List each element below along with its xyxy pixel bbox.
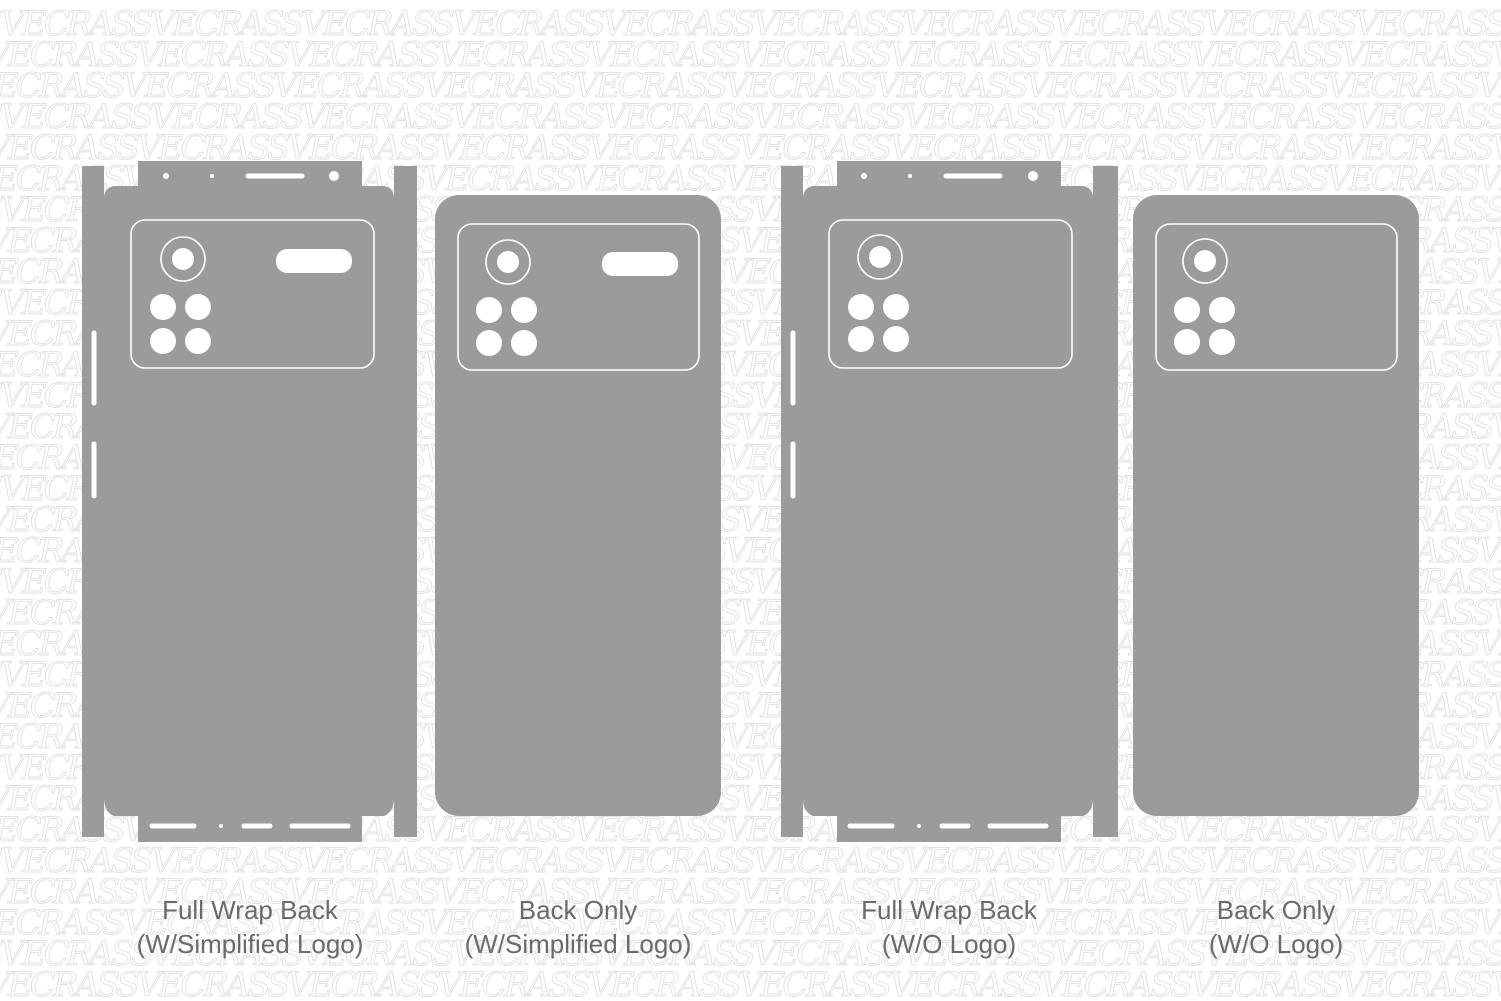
full-wrap-outline (781, 161, 1118, 842)
watermark-row: SVECRASSVECRASSVECRASSVECRASSVECRASSVECR… (0, 903, 1501, 944)
caption-subtitle: (W/O Logo) (1208, 929, 1344, 959)
caption-full-wrap-without-logo: Full Wrap Back (W/O Logo) (769, 893, 1129, 961)
caption-subtitle: (W/Simplified Logo) (464, 929, 692, 959)
back-only-template-with-logo (435, 195, 721, 816)
full-wrap-template-with-logo (82, 161, 417, 842)
caption-title: Full Wrap Back (162, 895, 338, 925)
caption-title: Full Wrap Back (861, 895, 1037, 925)
caption-full-wrap-with-logo: Full Wrap Back (W/Simplified Logo) (70, 893, 430, 961)
caption-back-only-with-logo: Back Only (W/Simplified Logo) (398, 893, 758, 961)
back-only-outline (1133, 195, 1419, 816)
caption-title: Back Only (1216, 895, 1336, 925)
watermark-row: SVECRASSVECRASSVECRASSVECRASSVECRASSVECR… (0, 872, 1501, 913)
watermark-row: SVECRASSVECRASSVECRASSVECRASSVECRASSVECR… (0, 4, 1501, 45)
back-only-outline (435, 195, 721, 816)
full-wrap-template-without-logo (781, 161, 1118, 842)
caption-subtitle: (W/Simplified Logo) (136, 929, 364, 959)
caption-subtitle: (W/O Logo) (881, 929, 1017, 959)
back-only-template-without-logo (1133, 195, 1419, 816)
watermark-row: SVECRASSVECRASSVECRASSVECRASSVECRASSVECR… (0, 66, 1501, 107)
caption-back-only-without-logo: Back Only (W/O Logo) (1096, 893, 1456, 961)
full-wrap-outline (82, 161, 417, 842)
caption-title: Back Only (518, 895, 638, 925)
watermark-row: SVECRASSVECRASSVECRASSVECRASSVECRASSVECR… (0, 965, 1501, 1001)
watermark-row: SVECRASSVECRASSVECRASSVECRASSVECRASSVECR… (0, 841, 1501, 882)
watermark-row: SVECRASSVECRASSVECRASSVECRASSVECRASSVECR… (0, 97, 1501, 138)
watermark-row: SVECRASSVECRASSVECRASSVECRASSVECRASSVECR… (0, 35, 1501, 76)
watermark-row: SVECRASSVECRASSVECRASSVECRASSVECRASSVECR… (0, 934, 1501, 975)
